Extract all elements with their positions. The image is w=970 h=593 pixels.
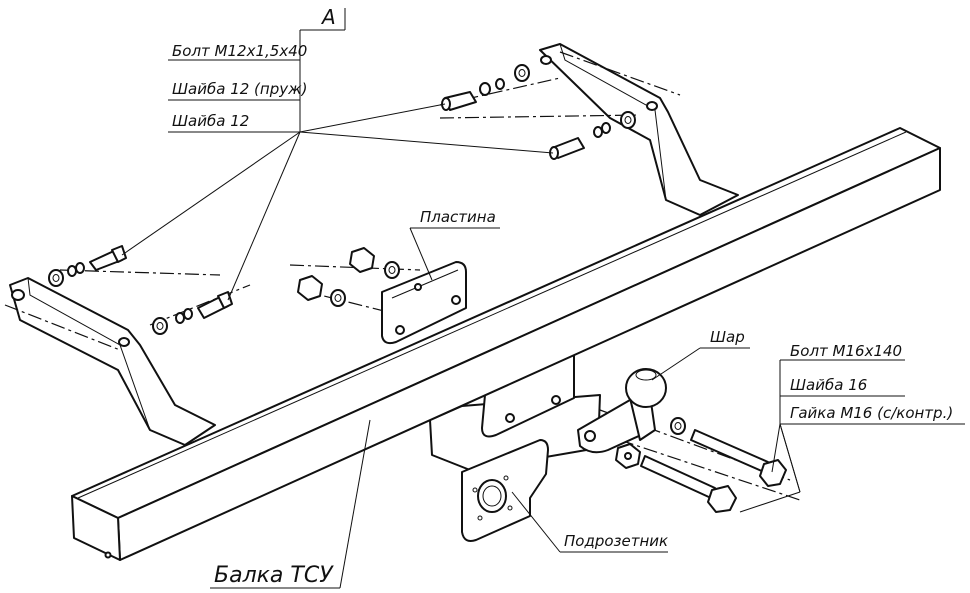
right-side-bracket — [539, 43, 739, 216]
label-washer-12: Шайба 12 — [172, 112, 249, 130]
callout-socket-plate: Подрозетник — [511, 491, 668, 553]
label-beam: Балка ТСУ — [214, 563, 334, 588]
label-washer-16: Шайба 16 — [790, 376, 867, 394]
tow-ball-mount — [577, 394, 656, 454]
callout-beam: Балка ТСУ — [210, 419, 371, 589]
section-marker-label: А — [320, 5, 336, 29]
m16-bolt-set-lower — [615, 443, 737, 513]
m12-bolt-set-left-bottom — [152, 291, 233, 335]
callout-ball: Шар — [651, 328, 750, 381]
m12-bolt-set-right-top — [441, 64, 530, 111]
section-marker: А — [300, 5, 346, 31]
m16-bolt-set-upper — [670, 417, 787, 487]
left-side-bracket — [4, 277, 216, 446]
label-socket-plate: Подрозетник — [564, 532, 668, 550]
label-ball: Шар — [710, 328, 745, 346]
tow-ball — [625, 368, 667, 408]
mounting-plate — [381, 261, 467, 345]
plate-nuts — [297, 247, 400, 307]
label-bolt-m12: Болт М12х1,5х40 — [172, 42, 307, 60]
label-bolt-m16: Болт М16х140 — [790, 342, 902, 360]
label-plate: Пластина — [420, 208, 496, 226]
m12-bolt-set-right-bottom — [549, 111, 636, 160]
callout-plate: Пластина — [409, 208, 500, 281]
label-washer-12-spring: Шайба 12 (пруж) — [172, 80, 307, 98]
main-beam — [71, 127, 941, 561]
callout-m12-hardware: Болт М12х1,5х40 Шайба 12 (пруж) Шайба 12 — [121, 30, 554, 301]
label-nut-m16: Гайка М16 (с/контр.) — [790, 404, 953, 422]
callout-m16-hardware: Болт М16х140 Шайба 16 Гайка М16 (с/контр… — [739, 342, 965, 513]
m12-bolt-set-left-top — [48, 245, 127, 287]
socket-plate-part — [461, 439, 549, 542]
